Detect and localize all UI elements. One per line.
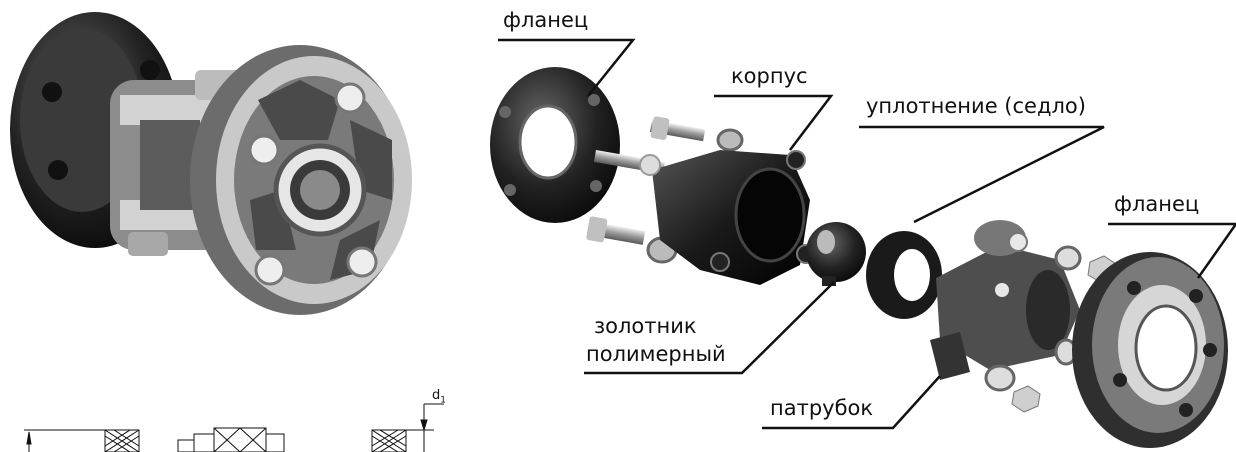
- label-flange-right: фланец: [1114, 192, 1200, 216]
- leader-flange-right: [1108, 222, 1236, 279]
- section-sketch: [24, 403, 444, 452]
- dimension-d-subscript: 1: [440, 395, 446, 406]
- label-flange-top: фланец: [503, 8, 589, 32]
- label-nozzle: патрубок: [770, 396, 874, 420]
- assembled-valve: [10, 12, 412, 315]
- dimension-d1: d1: [432, 389, 446, 406]
- leader-nozzle: [762, 375, 941, 430]
- leader-seal: [859, 125, 1105, 224]
- label-ball-line1: золотник: [594, 314, 697, 338]
- label-body: корпус: [731, 64, 808, 88]
- nozzle: [930, 220, 1080, 380]
- leader-flange-top: [498, 38, 636, 97]
- leader-ball: [584, 281, 835, 375]
- label-ball-line2: полимерный: [586, 342, 726, 366]
- seat-ring: [866, 231, 942, 319]
- right-flange: [1072, 252, 1228, 448]
- label-seal: уплотнение (седло): [866, 94, 1086, 118]
- ball: [806, 222, 866, 286]
- leader-body: [714, 94, 834, 151]
- valve-body: [639, 150, 816, 285]
- left-flange: [490, 67, 620, 223]
- dimension-d-symbol: d: [432, 388, 441, 403]
